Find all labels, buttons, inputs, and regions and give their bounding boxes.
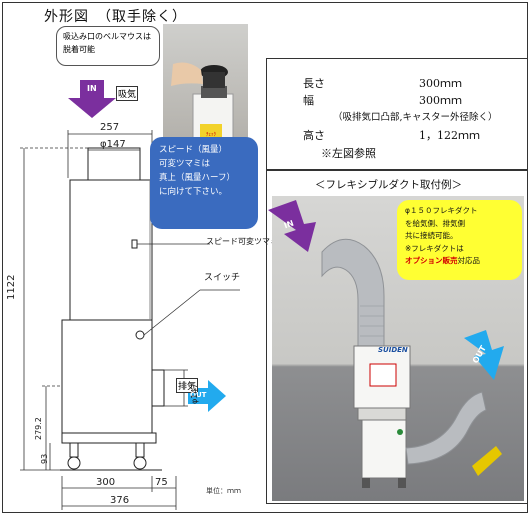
flex-duct-title: ＜フレキシブルダクト取付例＞ bbox=[315, 179, 462, 191]
flex-note-line-2: を給気側、排気側 bbox=[405, 218, 465, 228]
intake-label: 吸気 bbox=[116, 86, 139, 101]
dim-376: 376 bbox=[110, 495, 130, 506]
width-note: （吸排気口凸部,キャスター外径除く） bbox=[333, 112, 498, 123]
speed-note-line-1: スピード（風量） bbox=[159, 145, 228, 155]
flex-note-line-3: 共に接続可能。 bbox=[405, 231, 458, 240]
length-value: 300ｍｍ bbox=[419, 77, 462, 90]
option-sale-text: オプション販売 bbox=[405, 256, 458, 265]
reference-note: ※左図参照 bbox=[321, 147, 376, 160]
speed-note-line-4: に向けて下さい。 bbox=[159, 187, 228, 197]
option-sale-suffix: 対応品 bbox=[457, 256, 481, 265]
in-arrow-right-icon bbox=[268, 200, 316, 252]
brand-mark: SUIDEN bbox=[378, 346, 408, 354]
in-arrow-left-icon bbox=[68, 80, 116, 118]
speed-knob-label: スピード可変ツマミ bbox=[206, 237, 278, 246]
height-label: 高さ bbox=[303, 129, 325, 142]
length-label: 長さ bbox=[303, 77, 325, 90]
in-label-left: IN bbox=[87, 84, 97, 93]
flex-duct-box: ＜フレキシブルダクト取付例＞ bbox=[266, 170, 528, 504]
flex-note-line-1: φ１５０フレキダクト bbox=[405, 206, 478, 215]
height-value: 1，122ｍｍ bbox=[419, 129, 480, 142]
spec-box: 長さ 300ｍｍ 幅 300ｍｍ （吸排気口凸部,キャスター外径除く） 高さ 1… bbox=[266, 58, 528, 170]
dim-phi147: φ147 bbox=[100, 139, 126, 150]
flex-duct-note: φ１５０フレキダクト を給気側、排気側 共に接続可能。 ※フレキダクトは オプシ… bbox=[397, 200, 522, 280]
dim-257: 257 bbox=[100, 122, 120, 133]
page-title: 外形図 （取手除く） bbox=[44, 9, 187, 25]
speed-note-bubble: スピード（風量） 可変ツマミは 真上（風量ハーフ） に向けて下さい。 bbox=[150, 137, 258, 229]
width-label: 幅 bbox=[303, 94, 314, 107]
speed-note-line-3: 真上（風量ハーフ） bbox=[159, 173, 235, 183]
exhaust-label: 排気 bbox=[176, 378, 199, 393]
out-arrow-right-icon bbox=[464, 330, 504, 380]
flex-note-line-4: ※フレキダクトは bbox=[405, 243, 464, 253]
unit-label: 単位：ｍｍ bbox=[206, 487, 241, 495]
svg-text:ﾁｪｯｸ: ﾁｪｯｸ bbox=[206, 132, 217, 138]
dim-75: 75 bbox=[155, 477, 168, 488]
dim-300: 300 bbox=[96, 477, 116, 488]
callout-line-2: 脱着可能 bbox=[63, 45, 95, 54]
out-label-left: OUT bbox=[190, 391, 207, 399]
flex-duct-photo-art bbox=[321, 238, 502, 488]
flex-note-line-5: オプション販売対応品 bbox=[405, 255, 514, 268]
switch-label: スイッチ bbox=[204, 273, 241, 283]
speed-note-line-2: 可変ツマミは bbox=[159, 159, 211, 169]
callout-line-1: 吸込み口のベルマウスは bbox=[63, 32, 151, 41]
bellmouth-callout: 吸込み口のベルマウスは 脱着可能 bbox=[56, 26, 160, 66]
width-value: 300ｍｍ bbox=[419, 94, 462, 107]
